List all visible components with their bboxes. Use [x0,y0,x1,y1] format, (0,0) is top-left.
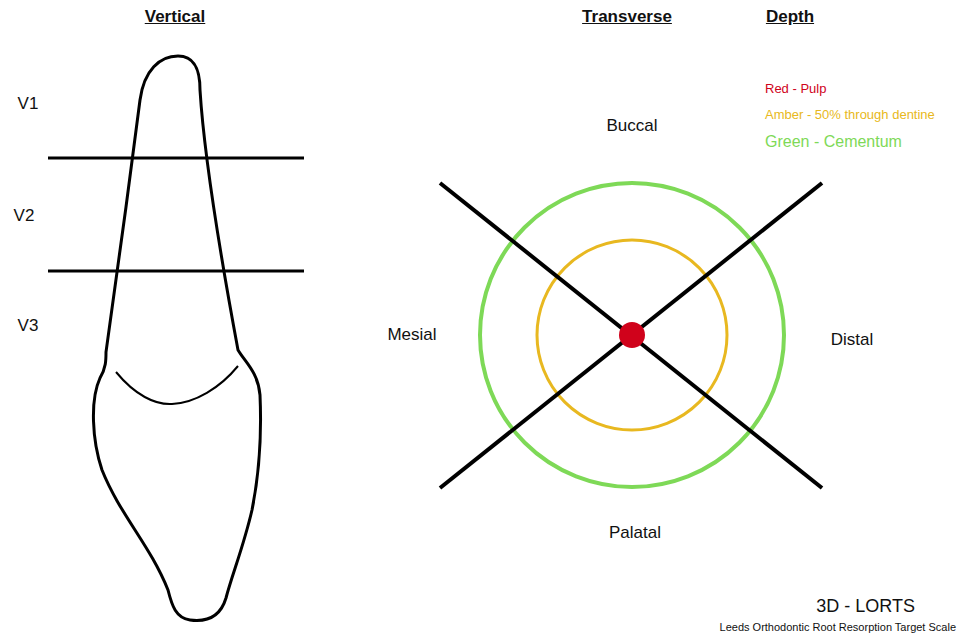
direction-label: Palatal [609,524,661,543]
zone-label: V1 [18,95,39,114]
pulp-dot [619,322,645,348]
scale-name: 3D - LORTS [816,597,915,617]
section-heading: Depth [766,8,814,27]
axis-line [440,183,822,488]
section-heading: Vertical [145,8,206,27]
legend-entry: Amber - 50% through dentine [765,108,935,122]
legend-text: Amber - 50% through dentine [765,107,935,122]
legend-text: Green - Cementum [765,133,902,150]
direction-label: Buccal [606,117,657,136]
cementum-ring [480,183,784,487]
axis-line [440,183,822,488]
tooth-outline [93,56,260,620]
direction-label: Distal [831,331,874,350]
dentine-ring [537,240,727,430]
cej-line [116,366,238,404]
section-line [48,157,304,160]
legend-entry: Green - Cementum [765,133,902,151]
section-heading: Transverse [582,8,672,27]
zone-label: V2 [14,207,35,226]
direction-label: Mesial [387,326,436,345]
scale-subtitle: Leeds Orthodontic Root Resorption Target… [720,621,956,633]
legend-text: Red - Pulp [765,81,826,96]
legend-entry: Red - Pulp [765,82,826,96]
zone-label: V3 [18,317,39,336]
section-line [48,270,304,273]
